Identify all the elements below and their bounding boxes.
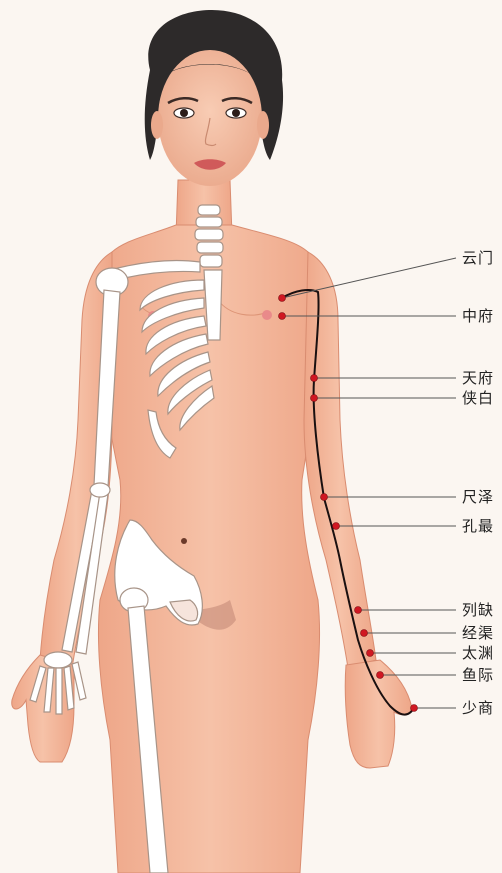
acupoint-lieque	[355, 607, 362, 614]
label-zhongfu: 中府	[462, 307, 494, 325]
head	[145, 10, 283, 186]
navel	[181, 538, 187, 544]
label-tianfu: 天府	[462, 369, 494, 387]
nipple	[262, 310, 272, 320]
label-yunmen: 云门	[462, 249, 494, 267]
acupoint-shaoshang	[411, 705, 418, 712]
acupoint-taiyuan	[367, 650, 374, 657]
acupoint-kongzui	[333, 523, 340, 530]
label-lieque: 列缺	[462, 601, 494, 619]
acupoint-xiabai	[311, 395, 318, 402]
eye	[180, 109, 188, 117]
label-kongzui: 孔最	[462, 517, 494, 535]
eye	[232, 109, 240, 117]
acupoint-zhongfu	[279, 313, 286, 320]
acupoint-tianfu	[311, 375, 318, 382]
acupoint-jingqu	[361, 630, 368, 637]
acupoint-chize	[321, 494, 328, 501]
label-chize: 尺泽	[462, 488, 494, 506]
label-taiyuan: 太渊	[462, 644, 494, 662]
acupoint-yunmen	[279, 295, 286, 302]
label-shaoshang: 少商	[462, 699, 494, 717]
label-xiabai: 侠白	[462, 389, 494, 407]
acupoint-yuji	[377, 672, 384, 679]
label-jingqu: 经渠	[462, 624, 494, 642]
label-yuji: 鱼际	[462, 666, 494, 684]
